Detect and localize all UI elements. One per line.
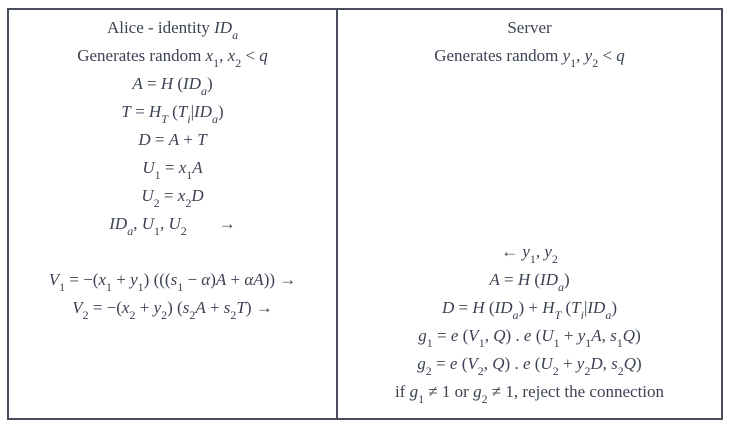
right-arrow-icon: → — [218, 214, 236, 233]
formula-row: U2 = x2D — [141, 186, 204, 211]
spacer — [338, 182, 721, 210]
server-header: Server — [507, 18, 552, 37]
send-payload: IDa, U1, U2 — [109, 214, 187, 239]
formula-row: T = HT (Ti|IDa) — [121, 102, 224, 127]
formula-row: g1 = e (V1, Q) . e (U1 + y1A, s1Q) — [418, 326, 641, 351]
reject-condition-row: if g1 ≠ 1 or g2 ≠ 1, reject the connecti… — [394, 382, 665, 407]
formula-row: A = H (IDa) — [132, 74, 213, 99]
protocol-table: Alice - identity IDa Generates random x1… — [7, 8, 723, 420]
formula-row: V1 = −(x1 + y1) (((s1 − α)A + αA)) → — [48, 270, 297, 295]
spacer — [338, 98, 721, 126]
spacer — [338, 154, 721, 182]
spacer — [338, 210, 721, 238]
spacer — [338, 70, 721, 98]
formula-row: V2 = −(x2 + y2) (s2A + s2T) → — [72, 298, 273, 323]
formula-row: g2 = e (V2, Q) . e (U2 + y2D, s2Q) — [417, 354, 642, 379]
alice-column: Alice - identity IDa Generates random x1… — [9, 10, 338, 418]
alice-send-row: IDa, U1, U2 → — [9, 210, 336, 238]
spacer — [9, 238, 336, 266]
server-column: Server Generates random y1, y2 < q ← y1,… — [338, 10, 721, 418]
formula-row: U1 = x1A — [142, 158, 203, 183]
formula-row: D = A + T — [138, 130, 207, 149]
formula-row: Generates random x1, x2 < q — [77, 46, 268, 71]
server-receive-row: ← y1, y2 — [501, 242, 558, 267]
formula-row: A = H (IDa) — [489, 270, 570, 295]
spacer — [338, 126, 721, 154]
formula-row: D = H (IDa) + HT (Ti|IDa) — [441, 298, 617, 323]
alice-header: Alice - identity IDa — [106, 18, 239, 43]
formula-row: Generates random y1, y2 < q — [434, 46, 625, 71]
